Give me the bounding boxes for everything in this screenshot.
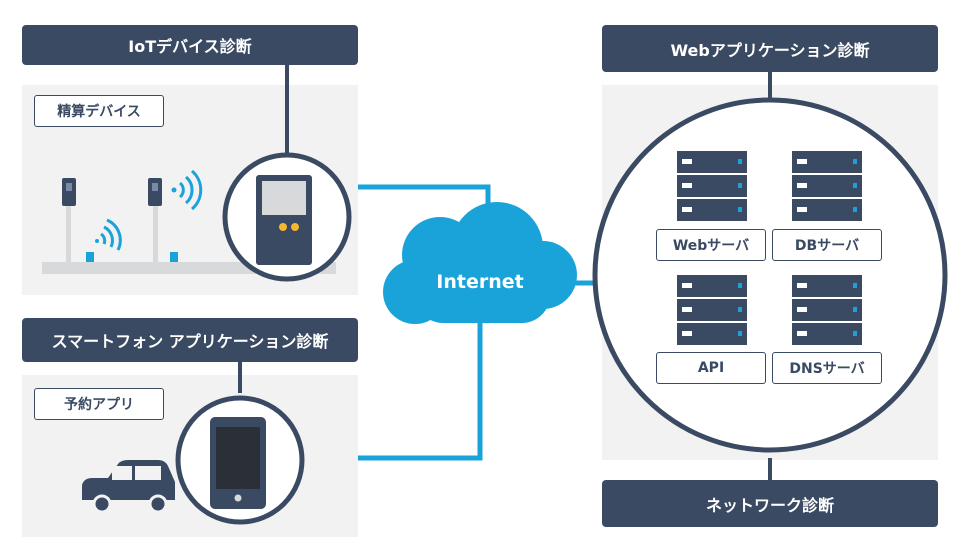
parking-meter-2 (148, 178, 162, 265)
db-server-label-text: DBサーバ (794, 238, 860, 254)
wifi-icon-2 (171, 169, 203, 211)
sensor-2 (170, 252, 178, 262)
smartphone-icon (210, 417, 266, 509)
sensor-1 (86, 252, 94, 262)
db-server-label: DBサーバ (772, 229, 882, 261)
web-title-text: Webアプリケーション診断 (670, 40, 870, 60)
wifi-icon-1 (95, 218, 122, 251)
iot-title: IoTデバイス診断 (22, 25, 358, 65)
payment-device-icon (256, 175, 312, 265)
parking-meter-1 (62, 178, 76, 265)
smartphone-app-tag-text: 予約アプリ (64, 397, 134, 413)
web-server-icon (677, 151, 747, 221)
iot-title-text: IoTデバイス診断 (128, 37, 252, 56)
web-servers-circle (592, 97, 948, 453)
car-icon (82, 460, 175, 514)
db-server-icon (792, 151, 862, 221)
api-server-icon (677, 275, 747, 345)
network-title-text: ネットワーク診断 (705, 495, 834, 515)
dns-server-label-text: DNSサーバ (789, 361, 865, 377)
api-server-label-text: API (697, 360, 725, 376)
internet-label: Internet (436, 271, 523, 293)
smartphone-title: スマートフォン アプリケーション診断 (22, 318, 358, 362)
dns-server-icon (792, 275, 862, 345)
api-server-label: API (656, 352, 766, 384)
web-server-label-text: Webサーバ (672, 238, 750, 254)
dns-server-label: DNSサーバ (772, 352, 882, 384)
internet-cloud-icon (383, 202, 577, 324)
web-server-label: Webサーバ (656, 229, 766, 261)
network-title: ネットワーク診断 (602, 480, 938, 527)
web-title: Webアプリケーション診断 (602, 25, 938, 72)
iot-device-tag: 精算デバイス (34, 95, 164, 127)
iot-device-tag-text: 精算デバイス (57, 104, 141, 120)
smartphone-connector-line (358, 318, 483, 461)
smartphone-title-text: スマートフォン アプリケーション診断 (51, 332, 329, 351)
smartphone-app-tag: 予約アプリ (34, 388, 164, 420)
